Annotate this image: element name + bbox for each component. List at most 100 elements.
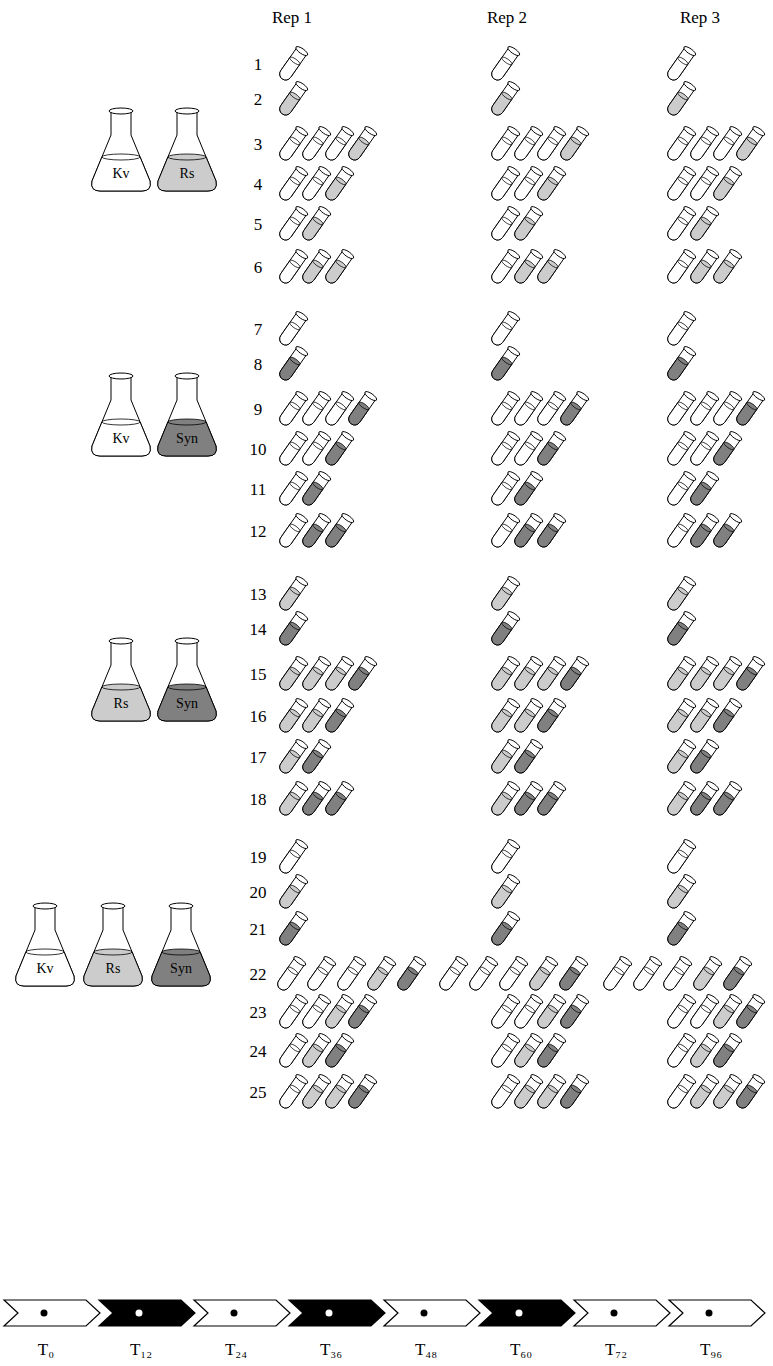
tube-meniscus [312, 259, 324, 269]
sample-tube [631, 955, 663, 993]
tube-rim [530, 655, 544, 667]
tube-rim [318, 1073, 332, 1085]
tube-rim [383, 955, 397, 967]
tube-rim [576, 390, 590, 402]
tube-meniscus [677, 708, 689, 718]
tube-rim [706, 993, 720, 1005]
tube-rim [295, 838, 309, 850]
tube-meniscus [700, 136, 712, 146]
tube-rim [318, 470, 332, 482]
culture-flask: Kv [88, 370, 154, 458]
tube-meniscus [723, 136, 735, 146]
tube-rim [530, 470, 544, 482]
tube-rim [341, 512, 355, 524]
tube-meniscus [501, 586, 513, 596]
flask-label: Kv [88, 166, 154, 182]
tube-meniscus [312, 523, 324, 533]
tube-rim [706, 430, 720, 442]
tube-rim [507, 610, 521, 622]
sample-tube [535, 248, 567, 286]
tube-meniscus [501, 356, 513, 366]
tube-meniscus [677, 441, 689, 451]
tube-meniscus [723, 791, 735, 801]
tube-meniscus [407, 966, 419, 976]
tube-meniscus [335, 523, 347, 533]
tube-meniscus [746, 401, 758, 411]
tube-rim [507, 655, 521, 667]
row-number: 8 [254, 355, 263, 375]
tube-rim [341, 697, 355, 709]
tube-rim [530, 993, 544, 1005]
tube-meniscus [746, 1004, 758, 1014]
tube-meniscus [335, 441, 347, 451]
tube-rim [553, 165, 567, 177]
time-chevron [479, 1300, 575, 1326]
tube-meniscus [723, 666, 735, 676]
tube-meniscus [547, 1004, 559, 1014]
tube-meniscus [524, 1004, 536, 1014]
tube-rim [553, 125, 567, 137]
sample-tube [437, 955, 469, 993]
tube-rim [295, 125, 309, 137]
tube-rim [530, 738, 544, 750]
sample-tube [489, 310, 521, 348]
tube-meniscus [700, 1004, 712, 1014]
tube-meniscus [746, 136, 758, 146]
sample-tube [557, 955, 589, 993]
tube-meniscus [723, 523, 735, 533]
tube-meniscus [700, 441, 712, 451]
tube-rim [679, 955, 693, 967]
tube-rim [341, 1073, 355, 1085]
tube-meniscus [723, 441, 735, 451]
tube-rim [706, 780, 720, 792]
flask-label: Syn [148, 961, 214, 977]
tube-meniscus [289, 586, 301, 596]
tube-rim [530, 205, 544, 217]
time-dot [516, 1310, 523, 1317]
tube-meniscus [317, 966, 329, 976]
tube-meniscus [703, 966, 715, 976]
flask-rim [109, 638, 133, 644]
tube-meniscus [700, 1043, 712, 1053]
tube-rim [739, 955, 753, 967]
tube-rim [364, 1073, 378, 1085]
tube-meniscus [723, 259, 735, 269]
time-point: T₄₈ [415, 1340, 437, 1360]
culture-flask: Syn [148, 900, 214, 988]
sample-tube [395, 955, 427, 993]
time-chevron [384, 1300, 480, 1326]
tube-meniscus [501, 621, 513, 631]
sample-tube [661, 955, 693, 993]
culture-flask: Syn [154, 635, 220, 723]
tube-rim [553, 993, 567, 1005]
tube-meniscus [335, 136, 347, 146]
tube-meniscus [524, 1084, 536, 1094]
tube-meniscus [677, 1043, 689, 1053]
tube-meniscus [289, 441, 301, 451]
tube-meniscus [524, 441, 536, 451]
tube-meniscus [677, 523, 689, 533]
tube-rim [293, 955, 307, 967]
sample-tube [489, 910, 521, 948]
row-number: 3 [254, 135, 263, 155]
sample-tube [535, 430, 567, 468]
sample-tube [300, 738, 332, 776]
tube-rim [729, 390, 743, 402]
tube-meniscus [289, 356, 301, 366]
tube-rim [576, 655, 590, 667]
tube-rim [683, 697, 697, 709]
sample-tube [489, 838, 521, 876]
tube-meniscus [570, 1004, 582, 1014]
tube-rim [364, 993, 378, 1005]
tube-rim [706, 1032, 720, 1044]
tube-meniscus [501, 849, 513, 859]
sample-tube [535, 165, 567, 203]
tube-rim [295, 45, 309, 57]
time-point: T₀ [38, 1340, 54, 1360]
tube-meniscus [358, 136, 370, 146]
tube-rim [683, 910, 697, 922]
tube-rim [295, 655, 309, 667]
tube-meniscus [335, 259, 347, 269]
tube-rim [683, 512, 697, 524]
tube-rim [341, 125, 355, 137]
